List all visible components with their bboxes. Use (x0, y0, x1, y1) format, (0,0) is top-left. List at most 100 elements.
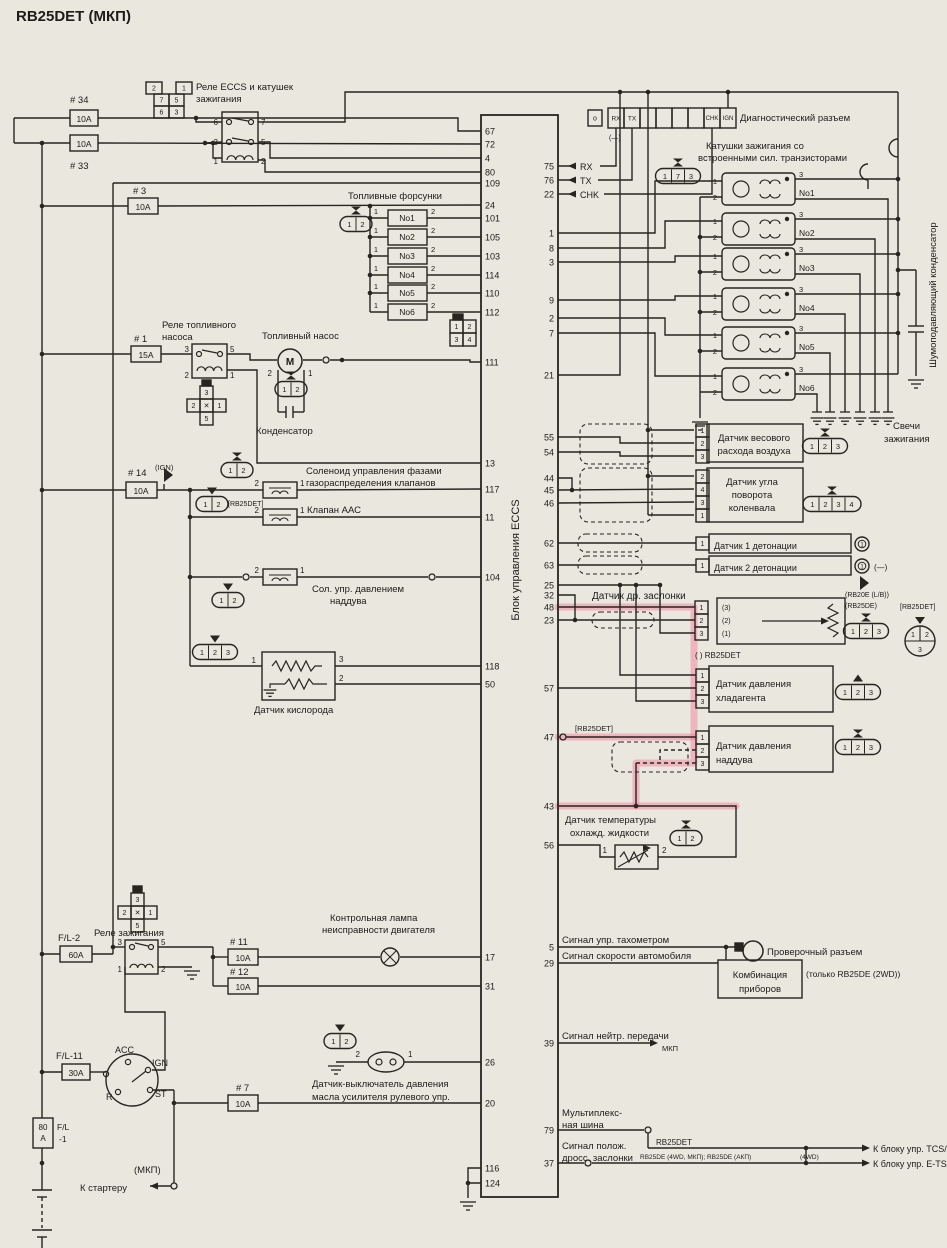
fusible-link-box (32, 1117, 54, 1149)
potentiometer-icon (826, 603, 840, 638)
label: 2 (268, 369, 273, 378)
ecu-label: Блок управления ECCS (510, 499, 522, 620)
cell-number: 2 (823, 500, 827, 509)
label: 5 (261, 138, 266, 147)
cell-number: 1 (843, 743, 847, 752)
arrow-right-icon (862, 1159, 870, 1167)
fuel-pump-label: Топливный насос (262, 331, 339, 342)
maf-connector (801, 437, 849, 455)
label: 1 (374, 245, 378, 254)
label: 2 (185, 371, 190, 380)
noise-capacitor-label: Шумоподавляющий конденсатор (928, 222, 939, 367)
wire (600, 128, 617, 167)
label: 1 (374, 264, 378, 273)
fuse-14-id: # 14 (128, 468, 147, 479)
wire (258, 141, 481, 159)
coil-junction (784, 291, 790, 297)
bowtie-icon (681, 824, 691, 829)
triangle-down-icon (207, 487, 217, 495)
ecu-pin-4: 4 (485, 154, 490, 164)
throttle-sensor-box (716, 597, 846, 645)
relay-contact (195, 350, 203, 358)
solenoid-box (262, 568, 298, 586)
cell-number: 6 (160, 110, 164, 117)
cell-number: RX (611, 115, 621, 122)
ecu-pin-48: 48 (544, 603, 554, 613)
fusible-link-11-rating: 30А (68, 1068, 83, 1078)
wire (557, 501, 695, 504)
ecu-pin-105: 105 (485, 233, 500, 243)
inline-connector (428, 573, 436, 581)
label: 1 (713, 372, 717, 381)
bowtie-icon (827, 486, 837, 491)
relay-contact (147, 943, 155, 951)
label: 1 (713, 217, 717, 226)
label: 3 (185, 345, 190, 354)
cell-number: 3 (836, 442, 840, 451)
wire (558, 805, 737, 858)
cell-number: 2 (216, 500, 220, 509)
cell-number: 2 (360, 220, 364, 229)
wire-layer (13, 89, 924, 1248)
coil-transistor-icon (732, 180, 750, 198)
aac-valve-connector (195, 495, 229, 513)
cell-number: 1 (218, 403, 222, 410)
label: (—) (609, 135, 621, 142)
coil-junction (784, 216, 790, 222)
cell-number: 2 (856, 688, 860, 697)
relay-contact-arm (231, 117, 249, 122)
knock2-label: Датчик 2 детонации (714, 563, 797, 573)
triangle-down-icon (210, 635, 220, 643)
label: 1 (300, 479, 305, 488)
ecu-pin-45: 45 (544, 486, 554, 496)
cell-number: 3 (226, 648, 230, 657)
cell-number: 1 (810, 500, 814, 509)
cell-number: 3 (869, 688, 873, 697)
ignition-coil-box (721, 326, 796, 360)
label: А (40, 1134, 46, 1143)
cluster-label: Комбинация (733, 970, 787, 981)
cell-number: 3 (701, 699, 705, 706)
cell-number: 2 (241, 466, 245, 475)
fusible-link-2-id: F/L-2 (58, 933, 80, 944)
cell-number: 5 (205, 416, 209, 423)
switch-terminal (114, 1088, 122, 1096)
cell-number: 2 (295, 385, 299, 394)
junction-dot (110, 944, 116, 950)
cell-number: 5 (175, 98, 179, 105)
junction-dot (339, 357, 345, 363)
ps-switch-connector (323, 1032, 357, 1050)
ecu-pin-111: 111 (485, 358, 499, 368)
label: 2 (255, 479, 260, 488)
coil-transistor-icon (732, 295, 750, 313)
coil-winding-icon (759, 254, 781, 274)
label: 1 (374, 207, 378, 216)
label: масла усилителя рулевого упр. (312, 1092, 450, 1103)
fuel-pump-connector (274, 380, 308, 398)
bowtie-icon (853, 733, 863, 738)
fuse-33-id: # 33 (70, 161, 89, 172)
fusible-link-11-id: F/L-11 (56, 1051, 83, 1062)
junction-dot (465, 1180, 471, 1186)
ps-switch-contact (375, 1058, 383, 1066)
fuse-1-id: # 1 (134, 334, 147, 345)
junction-dot (39, 1069, 45, 1075)
bowtie-icon (827, 490, 837, 495)
label: ACC (115, 1045, 135, 1055)
label: 3 (918, 647, 922, 654)
ecu-pin-56: 56 (544, 841, 554, 851)
junction-dot (187, 574, 193, 580)
ecu-pin-29: 29 (544, 959, 554, 969)
label: 3 (799, 285, 803, 294)
label: коленвала (729, 503, 776, 514)
relay-contact (216, 350, 224, 358)
throttle-sensor-connector (842, 622, 890, 640)
fuse-box (59, 945, 93, 963)
cell-number: 1 (182, 86, 186, 93)
diag-cell (655, 107, 673, 129)
wire (157, 204, 482, 207)
label: RB25DE (4WD, МКП); RB25DE (АКП) (640, 1154, 751, 1161)
label: 3 (799, 170, 803, 179)
ecu-pin-50: 50 (485, 680, 495, 690)
